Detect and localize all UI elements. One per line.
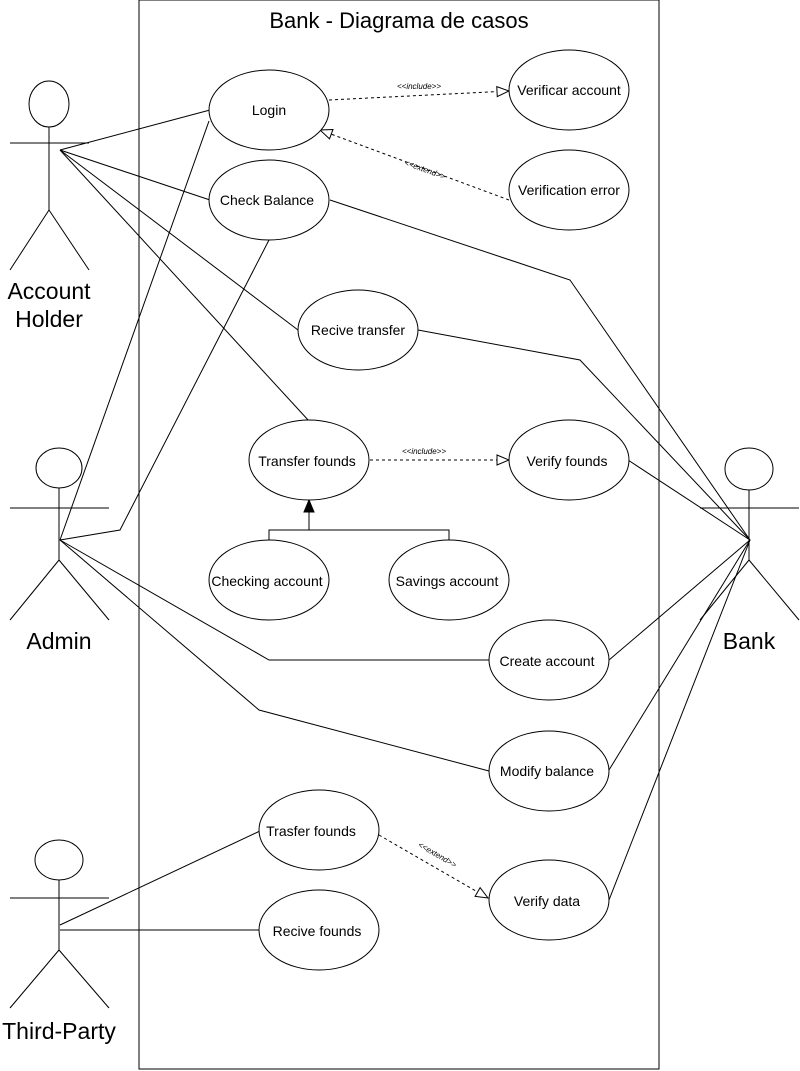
use-case-verify-founds[interactable]: Verify founds [508,419,630,501]
stereotype-extend-login: <<extend>> [403,158,447,181]
assoc-bank-check-balance [329,199,751,541]
stereotype-include-login: <<include>> [397,82,441,91]
use-case-verification-error[interactable]: Verification error [508,149,630,231]
include-login-verificar [328,91,509,101]
use-case-trasfer-founds[interactable]: Trasfer founds [258,789,380,871]
assoc-holder-recive-transfer [59,149,299,331]
use-case-transfer-founds-label: Transfer founds [258,453,356,469]
assoc-holder-transfer-founds [59,149,310,422]
assoc-holder-check-balance [59,149,211,201]
assoc-admin-modify-balance [59,539,490,772]
use-case-checking-account[interactable]: Checking account [208,539,330,621]
extend-trasfer-verify-data [378,834,488,898]
assoc-bank-modify-balance [608,539,751,771]
assoc-holder-login [59,109,211,151]
actor-bank-label: Bank [723,628,776,654]
use-case-verification-error-label: Verification error [518,182,620,198]
stick-figure-icon [9,839,110,1009]
use-case-transfer-founds[interactable]: Transfer founds [248,419,370,501]
use-case-verify-founds-label: Verify founds [527,453,608,469]
use-case-checking-account-label: Checking account [211,573,322,589]
use-case-create-account-label: Create account [500,653,595,669]
generalization [268,500,450,541]
assoc-admin-create-account [59,539,489,661]
actor-admin-label: Admin [26,628,91,654]
use-case-trasfer-founds-label: Trasfer founds [266,823,356,839]
stick-figure-icon [699,447,800,621]
generalization-savings [309,529,450,541]
assoc-bank-verify-founds [627,459,751,541]
system-boundary [138,0,660,1070]
use-case-verificar-account[interactable]: Verificar account [508,49,630,131]
use-case-recive-founds[interactable]: Recive founds [258,889,380,971]
use-case-savings-account[interactable]: Savings account [388,539,510,621]
actor-bank[interactable]: Bank [699,447,800,654]
use-case-check-balance[interactable]: Check Balance [208,159,330,241]
assoc-bank-recive-transfer [417,329,751,541]
use-cases: Login Verificar account Verification err… [208,49,630,971]
use-case-savings-account-label: Savings account [396,573,499,589]
use-case-login-label: Login [252,102,286,118]
use-case-login[interactable]: Login [208,69,330,151]
use-case-recive-transfer[interactable]: Recive transfer [297,289,419,371]
stereotype-extend-third: <<extend>> [417,840,459,869]
actor-admin[interactable]: Admin [9,447,110,654]
use-case-verify-data[interactable]: Verify data [488,859,610,941]
stick-figure-icon [9,447,110,621]
use-case-check-balance-label: Check Balance [220,192,314,208]
actor-account-holder-label-line1: Account [7,278,91,304]
assoc-admin-login [59,120,210,541]
actor-account-holder-label-line2: Holder [15,306,83,332]
use-case-modify-balance-label: Modify balance [500,763,594,779]
associations [59,109,751,931]
diagram-title: Bank - Diagrama de casos [269,8,528,33]
actor-third-party[interactable]: Third-Party [2,839,116,1044]
use-case-recive-founds-label: Recive founds [273,923,362,939]
assoc-third-trasfer-founds [59,829,263,926]
assoc-admin-check-balance [59,239,270,541]
use-case-recive-transfer-label: Recive transfer [311,322,405,338]
assoc-bank-create-account [608,539,751,661]
use-case-verify-data-label: Verify data [514,893,580,909]
assoc-bank-verify-data [608,539,751,901]
use-case-verificar-account-label: Verificar account [517,82,621,98]
stick-figure-icon [9,80,90,271]
actor-account-holder[interactable]: Account Holder [7,80,91,332]
use-case-create-account[interactable]: Create account [488,619,610,701]
stereotype-include-transfer: <<include>> [402,447,446,456]
use-case-modify-balance[interactable]: Modify balance [488,730,610,812]
generalization-checking [268,529,309,541]
actor-third-party-label: Third-Party [2,1018,116,1044]
